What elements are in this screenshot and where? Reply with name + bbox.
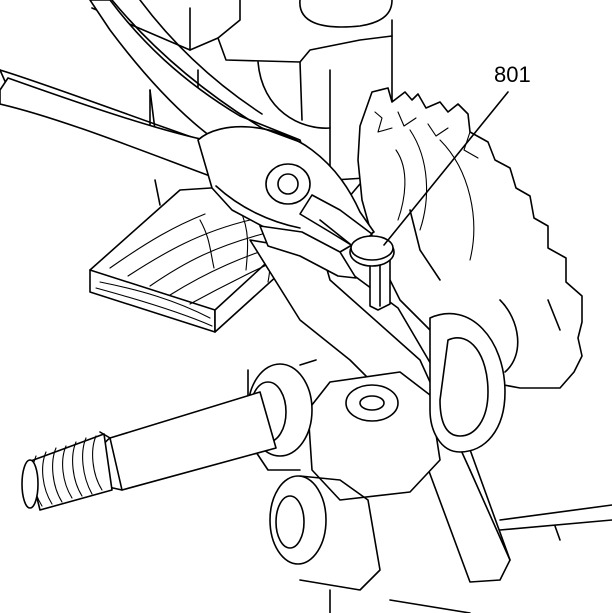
callout-leader-line [383, 91, 509, 246]
callout-label: 801 [494, 62, 531, 87]
callout-801: 801 [383, 62, 531, 246]
lower-rail [499, 504, 612, 541]
threaded-stud [21, 391, 277, 511]
pin-801 [349, 235, 395, 311]
toothed-plate [357, 87, 583, 389]
upper-housing [91, 0, 406, 206]
lower-arm-assembly [247, 239, 511, 613]
side-cutter-pliers [0, 0, 375, 279]
